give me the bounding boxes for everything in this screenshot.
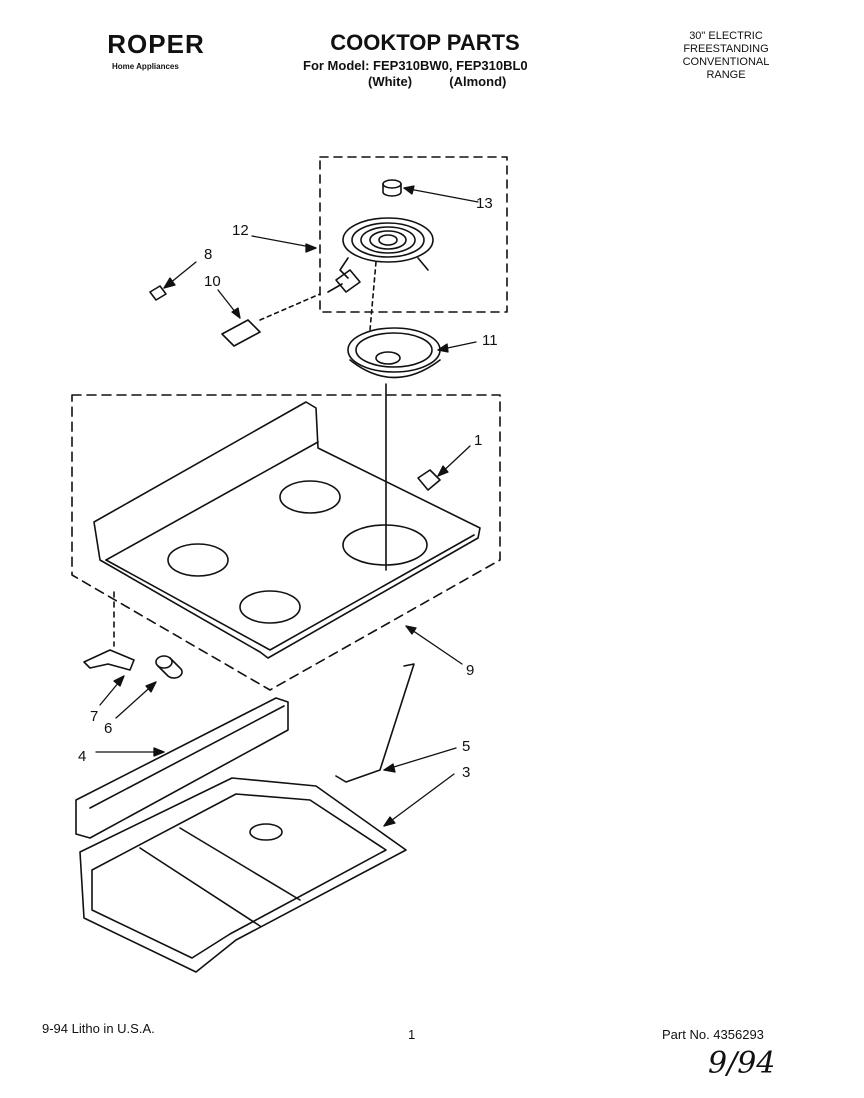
drip-bowl <box>347 327 441 379</box>
callout-12: 12 <box>232 222 249 239</box>
roper-logo: ROPER Home Appliances <box>98 28 214 78</box>
callout-4: 4 <box>78 748 87 765</box>
burner-box <box>79 777 407 973</box>
element-group-box <box>319 156 508 313</box>
callout-8: 9 <box>466 662 475 679</box>
cooktop-hinge <box>83 649 135 671</box>
cooktop-bumper <box>155 655 183 679</box>
appliance-type-line: FREESTANDING <box>683 43 769 55</box>
appliance-type-line: 30" ELECTRIC <box>689 30 763 42</box>
color-white: (White) <box>368 74 413 89</box>
callout-6: 6 <box>104 720 113 737</box>
cooktop-bracket <box>417 469 441 491</box>
terminal-block <box>221 319 261 347</box>
page-title: COOKTOP PARTS <box>330 30 520 55</box>
appliance-type-line: CONVENTIONAL <box>682 56 770 68</box>
brand-subtitle: Home Appliances <box>112 62 179 71</box>
element-terminals <box>335 269 361 293</box>
callout-3: 3 <box>462 764 471 781</box>
callout-10: 10 <box>204 273 221 290</box>
support-rod <box>335 663 415 783</box>
page-number: 1 <box>408 1027 416 1042</box>
litho-note: 9-94 Litho in U.S.A. <box>42 1021 155 1036</box>
model-colors: (White) (Almond) <box>368 74 506 89</box>
leader-lines <box>95 185 479 827</box>
brand-name: ROPER <box>107 29 205 59</box>
callout-5: 5 <box>462 738 471 755</box>
callout-11: 11 <box>482 332 498 349</box>
element-screw <box>382 179 402 197</box>
clip-part <box>149 285 167 301</box>
appliance-type-line: RANGE <box>706 69 746 81</box>
callout-9: 8 <box>204 246 213 263</box>
cooktop-group-box <box>71 394 501 691</box>
handwritten-date: 9/94 <box>708 1046 776 1081</box>
callout-7: 7 <box>90 708 99 725</box>
part-number: Part No. 4356293 <box>662 1027 764 1042</box>
surface-element <box>339 217 434 279</box>
callout-1: 1 <box>474 432 483 449</box>
cooktop-top <box>93 401 481 659</box>
callout-13: 13 <box>476 195 493 212</box>
front-rail <box>75 697 289 839</box>
model-numbers: For Model: FEP310BW0, FEP310BL0 <box>303 58 528 73</box>
color-almond: (Almond) <box>449 74 507 89</box>
appliance-type: 30" ELECTRIC FREESTANDING CONVENTIONAL R… <box>670 30 782 82</box>
